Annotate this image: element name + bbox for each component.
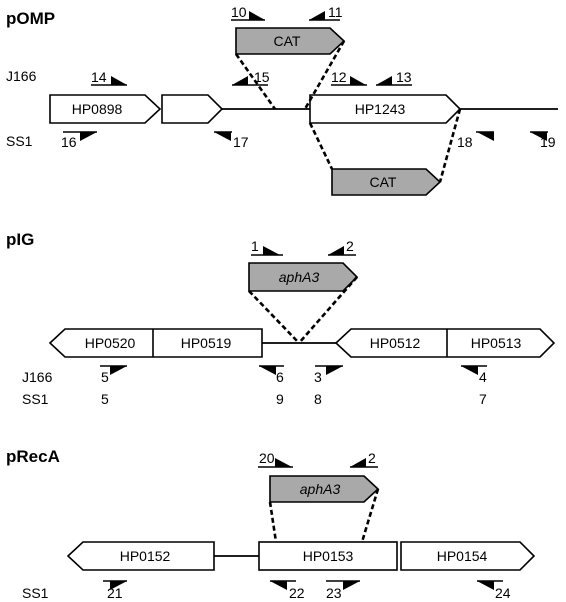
strain-label-ss1: SS1: [22, 391, 49, 407]
primer-22: 22: [270, 580, 305, 601]
primer-14: 14: [91, 69, 127, 86]
svg-text:4: 4: [479, 369, 487, 385]
gene-block-right: [334, 328, 556, 358]
primer-17: 17: [214, 131, 249, 150]
primer-2: 2: [328, 238, 356, 256]
primer-2-preca: 2: [350, 450, 378, 468]
gene-label-hp0898: HP0898: [72, 101, 123, 117]
pig-dashed-line: [248, 290, 300, 344]
primer-3: 3: [314, 365, 343, 385]
panel-pomp: pOMP HP0898 HP1243 CAT CAT J166 SS1 10 1…: [6, 4, 558, 196]
svg-text:10: 10: [231, 4, 247, 20]
primer-20: 20: [258, 450, 293, 468]
insert-label-pig: aphA3: [279, 269, 320, 285]
primer-1: 1: [251, 238, 283, 256]
gene-label-hp0520: HP0520: [85, 335, 136, 351]
preca-dashed-line: [360, 488, 380, 543]
gene-block-left: [48, 328, 263, 358]
primer-10: 10: [231, 4, 265, 21]
pig-dashed-line: [298, 276, 358, 344]
svg-text:5: 5: [101, 369, 109, 385]
svg-text:13: 13: [396, 69, 412, 85]
svg-text:21: 21: [107, 585, 123, 601]
gene-label-hp0152: HP0152: [120, 548, 171, 564]
primer-13: 13: [376, 69, 412, 86]
gene-label-hp0512: HP0512: [370, 335, 421, 351]
svg-text:16: 16: [61, 134, 77, 150]
gene-hp0154: [400, 541, 536, 571]
primer-18: 18: [457, 131, 494, 150]
gene-label-hp0513: HP0513: [471, 335, 522, 351]
panel-preca: pRecA HP0152 HP0153 HP0154 aphA3 20 2 SS…: [6, 447, 536, 601]
primer-24: 24: [477, 580, 511, 601]
strain-label-ss1: SS1: [6, 133, 33, 149]
strain-label-j166: J166: [22, 369, 53, 385]
gene-hp1243: [309, 94, 462, 124]
panel-title-pig: pIG: [6, 230, 34, 249]
svg-text:20: 20: [259, 450, 275, 466]
svg-text:12: 12: [331, 69, 347, 85]
primer-6: 6: [259, 365, 284, 385]
svg-text:1: 1: [251, 238, 259, 254]
primer-5-ss1: 5: [101, 391, 109, 407]
cat-label-bottom: CAT: [370, 174, 397, 190]
gene-hp0152: [66, 541, 215, 571]
gene-hp0898: [49, 94, 162, 124]
svg-text:15: 15: [254, 69, 270, 85]
svg-text:6: 6: [276, 369, 284, 385]
gene-label-hp0519: HP0519: [181, 335, 232, 351]
svg-text:23: 23: [326, 585, 342, 601]
primer-5: 5: [100, 365, 127, 385]
primer-16: 16: [61, 131, 97, 150]
cat-insert-bottom: [331, 168, 442, 196]
gene-label-hp0154: HP0154: [437, 548, 488, 564]
pomp-dashed-line: [234, 53, 277, 110]
insert-label-preca: aphA3: [300, 481, 341, 497]
gene-hp0153: [258, 541, 398, 571]
svg-text:24: 24: [495, 585, 511, 601]
svg-text:17: 17: [233, 134, 249, 150]
gene-unlabeled-arrow: [161, 94, 224, 124]
svg-text:22: 22: [289, 585, 305, 601]
primer-4: 4: [461, 365, 487, 385]
primer-9-ss1: 9: [276, 391, 284, 407]
cat-insert-top: [235, 27, 346, 55]
primer-19: 19: [530, 131, 556, 150]
strain-label-j166: J166: [6, 68, 37, 84]
svg-text:14: 14: [91, 69, 107, 85]
svg-text:18: 18: [457, 134, 473, 150]
pomp-dashed-line: [308, 122, 334, 170]
svg-text:2: 2: [346, 238, 354, 254]
pomp-dashed-line: [438, 108, 462, 183]
primer-21: 21: [103, 580, 127, 601]
svg-text:19: 19: [540, 134, 556, 150]
gene-label-hp0153: HP0153: [303, 548, 354, 564]
cat-label-top: CAT: [274, 33, 301, 49]
panel-title-pomp: pOMP: [6, 9, 55, 28]
primer-11: 11: [309, 4, 343, 21]
primer-23: 23: [326, 580, 360, 601]
strain-label-ss1: SS1: [22, 585, 49, 601]
primer-12: 12: [331, 69, 367, 86]
primer-7-ss1: 7: [479, 391, 487, 407]
primer-8-ss1: 8: [314, 391, 322, 407]
panel-pig: pIG HP0520 HP0519 HP0512 HP0513 aphA3 1 …: [6, 230, 556, 407]
primer-15: 15: [232, 69, 270, 86]
svg-text:11: 11: [328, 4, 343, 20]
panel-title-preca: pRecA: [6, 447, 60, 466]
preca-dashed-line: [268, 501, 278, 543]
svg-text:3: 3: [314, 369, 322, 385]
aph-insert-preca: [269, 475, 380, 503]
pomp-dashed-line: [303, 40, 346, 110]
gene-label-hp1243: HP1243: [355, 101, 406, 117]
svg-text:2: 2: [368, 450, 376, 466]
